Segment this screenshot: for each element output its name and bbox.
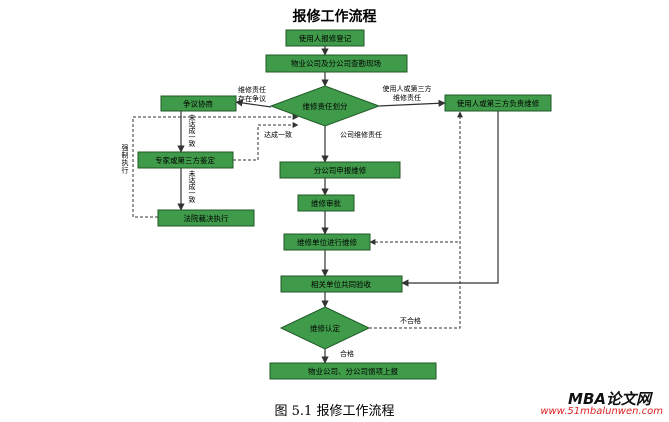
- label-line: 一: [189, 190, 196, 198]
- node-confirm-label: 维修认定: [310, 323, 340, 333]
- label-line: 制: [122, 151, 129, 160]
- edge-labels: 维修责任存在争议 使用人或第三方维修责任 达成一致 公司维修责任 未达成一致 未…: [122, 84, 432, 358]
- label-dispute-exists: 维修责任存在争议: [238, 85, 266, 103]
- node-register-label: 使用人报修登记: [299, 33, 352, 43]
- dashed-connectors: [132, 111, 463, 329]
- label-line: 维修责任: [393, 93, 421, 102]
- edge-court-back-enforce: [132, 114, 299, 218]
- node-responsibility: 维修责任划分: [269, 85, 381, 127]
- label-pass: 合格: [340, 349, 354, 358]
- label-line: 成: [189, 126, 196, 135]
- label-user-third-resp: 使用人或第三方维修责任: [383, 84, 432, 102]
- node-inspect-label: 物业公司及分公司查勘现场: [291, 58, 381, 68]
- label-line: 强: [122, 144, 129, 152]
- figure-caption: 图 5.1 报修工作流程: [274, 404, 395, 419]
- node-dispute-label: 争议协商: [183, 99, 213, 109]
- solid-connectors: [177, 46, 499, 364]
- diagram-title: 报修工作流程: [292, 9, 377, 25]
- label-line: 行: [122, 166, 129, 175]
- node-inspect: 物业公司及分公司查勘现场: [265, 54, 408, 73]
- node-confirm: 维修认定: [279, 306, 371, 350]
- node-execute: 维修单位进行维修: [283, 233, 371, 251]
- label-line: 使用人或第三方: [383, 84, 432, 93]
- label-no-agree-1: 未达成一致: [189, 113, 196, 148]
- node-responsibility-label: 维修责任划分: [303, 101, 348, 111]
- label-line: 未: [189, 113, 196, 122]
- watermark-url: www.51mbalunwen.com: [540, 406, 663, 417]
- node-court-label: 法院裁决执行: [184, 213, 229, 223]
- label-line: 维修责任: [238, 85, 266, 94]
- node-dispute: 争议协商: [160, 95, 237, 112]
- node-approval: 维修审批: [297, 194, 355, 212]
- node-expert: 专家或第三方鉴定: [137, 151, 234, 169]
- label-line: 达: [189, 176, 196, 185]
- node-execute-label: 维修单位进行维修: [297, 237, 357, 247]
- node-court: 法院裁决执行: [157, 209, 255, 227]
- node-register: 使用人报修登记: [285, 29, 365, 47]
- watermark-brand: MBA论文网: [568, 390, 651, 408]
- node-archive: 物业公司、分公司馈项上报: [269, 362, 437, 380]
- node-archive-label: 物业公司、分公司馈项上报: [308, 366, 398, 376]
- node-acceptance-label: 相关单位共同验收: [311, 279, 371, 289]
- edge-expert-agree: [233, 122, 299, 161]
- label-line: 存在争议: [238, 94, 266, 103]
- nodes: 使用人报修登记 物业公司及分公司查勘现场 争议协商 维修责任划分 使用人或第三方…: [137, 29, 552, 380]
- node-approval-label: 维修审批: [311, 198, 341, 208]
- label-line: 未: [189, 169, 196, 178]
- node-expert-label: 专家或第三方鉴定: [155, 155, 215, 165]
- label-company-resp: 公司维修责任: [340, 130, 382, 139]
- edge-responsibility-dispute: [235, 99, 272, 108]
- label-line: 达: [189, 120, 196, 129]
- label-line: 致: [189, 195, 196, 204]
- node-user-third-label: 使用人或第三方负责维修: [457, 98, 540, 108]
- node-report-label: 分公司申报维修: [314, 165, 367, 175]
- edge-responsibility-user-third: [378, 99, 446, 107]
- edge-user-third-acceptance: [401, 111, 499, 287]
- node-report: 分公司申报维修: [279, 161, 401, 179]
- label-line: 成: [189, 182, 196, 191]
- label-no-agree-2: 未达成一致: [189, 169, 196, 204]
- label-line: 致: [189, 139, 196, 148]
- edge-confirm-fail: [369, 111, 463, 329]
- label-line: 一: [189, 134, 196, 142]
- label-agree-1: 达成一致: [264, 130, 292, 139]
- label-enforce: 强制执行: [122, 144, 129, 175]
- label-line: 执: [122, 158, 129, 167]
- node-user-third: 使用人或第三方负责维修: [444, 94, 552, 112]
- node-acceptance: 相关单位共同验收: [280, 275, 403, 293]
- label-fail: 不合格: [400, 316, 421, 325]
